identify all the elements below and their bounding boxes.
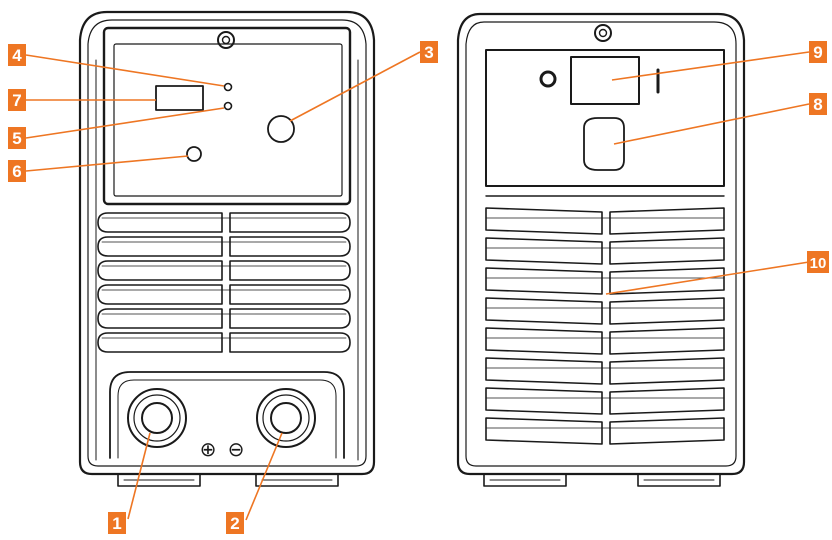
callout-10: 10 xyxy=(807,251,829,273)
front-vent-slat-right xyxy=(229,260,351,281)
front-vent-slat-left xyxy=(97,332,223,353)
back-handle-bolt xyxy=(594,24,612,42)
front-vent-slat-left xyxy=(97,308,223,329)
back-housing-outline xyxy=(456,12,746,476)
positive-symbol: ⊕ xyxy=(200,437,217,461)
back-vent-slat-right xyxy=(609,357,725,385)
front-control-panel-frame xyxy=(102,26,352,206)
leader-2 xyxy=(245,432,283,521)
front-vent-slat-right xyxy=(229,212,351,233)
front-vent-slat-right xyxy=(229,308,351,329)
leader-4 xyxy=(25,54,225,87)
leader-9 xyxy=(611,51,810,81)
callout-8: 8 xyxy=(809,93,827,115)
callout-8-label: 8 xyxy=(813,95,822,114)
front-vent-grille xyxy=(97,212,351,353)
back-housing-inner-outline xyxy=(465,21,737,467)
power-switch xyxy=(570,56,640,105)
callout-4: 4 xyxy=(8,44,26,66)
front-terminal-bay-inner xyxy=(117,379,337,459)
callout-4-label: 4 xyxy=(12,46,22,65)
back-foot-right xyxy=(637,473,721,487)
cable-gland xyxy=(583,117,625,171)
back-vent-slat-left xyxy=(485,357,603,385)
callout-5-label: 5 xyxy=(12,129,21,148)
callout-10-label: 10 xyxy=(810,255,827,272)
leader-1 xyxy=(127,432,151,520)
front-terminal-bay xyxy=(109,371,345,459)
callout-2-label: 2 xyxy=(230,514,239,533)
callout-3-label: 3 xyxy=(424,43,433,62)
leader-6 xyxy=(25,155,189,172)
front-vent-slat-right xyxy=(229,284,351,305)
callout-1: 1 xyxy=(108,512,126,534)
leader-3 xyxy=(289,51,421,122)
indicator-light-4 xyxy=(223,82,233,92)
front-control-panel xyxy=(113,43,343,197)
back-vent-slat-left xyxy=(485,327,603,355)
front-vent-slat-left xyxy=(97,212,223,233)
front-handle-bolt xyxy=(217,31,235,49)
display-window xyxy=(155,85,204,111)
positive-terminal xyxy=(127,388,187,448)
back-foot-left xyxy=(483,473,567,487)
back-vent-grille xyxy=(485,207,725,445)
selector-button xyxy=(186,146,202,162)
back-vent-slat-left xyxy=(485,207,603,235)
negative-terminal xyxy=(256,388,316,448)
callout-9: 9 xyxy=(809,41,827,63)
callout-5: 5 xyxy=(8,127,26,149)
front-foot-right xyxy=(255,473,339,487)
back-rear-panel xyxy=(485,49,725,187)
adjustment-knob xyxy=(267,115,295,143)
back-vent-slat-right xyxy=(609,267,725,295)
back-vent-slat-left xyxy=(485,297,603,325)
callout-3: 3 xyxy=(420,41,438,63)
back-vent-slat-right xyxy=(609,237,725,265)
leader-10 xyxy=(605,261,810,295)
back-vent-slat-left xyxy=(485,237,603,265)
front-vent-slat-left xyxy=(97,260,223,281)
back-vent-slat-right xyxy=(609,297,725,325)
front-handle-bolt-center xyxy=(221,35,231,45)
front-housing-inner-outline xyxy=(87,19,367,467)
back-vent-slat-right xyxy=(609,387,725,415)
callout-7-label: 7 xyxy=(12,91,21,110)
back-view xyxy=(456,12,746,487)
callouts: 4 7 5 6 3 9 8 10 xyxy=(8,41,829,534)
back-vent-slat-right xyxy=(609,327,725,355)
front-vent-slat-left xyxy=(97,284,223,305)
negative-symbol: ⊖ xyxy=(228,437,245,461)
front-housing-outline xyxy=(78,10,376,476)
back-vent-slat-right xyxy=(609,207,725,235)
front-foot-left xyxy=(117,473,201,487)
back-vent-slat-left xyxy=(485,387,603,415)
front-vent-slat-right xyxy=(229,236,351,257)
back-vent-slat-left xyxy=(485,267,603,295)
front-view: ⊕ ⊖ xyxy=(78,10,376,487)
back-vent-slat-right xyxy=(609,417,725,445)
leader-8 xyxy=(613,103,810,145)
callout-1-label: 1 xyxy=(112,514,121,533)
callout-2: 2 xyxy=(226,512,244,534)
indicator-light-5 xyxy=(223,101,233,111)
callout-9-label: 9 xyxy=(813,43,822,62)
callout-6-label: 6 xyxy=(12,162,21,181)
callout-6: 6 xyxy=(8,160,26,182)
switch-off-symbol xyxy=(539,70,557,88)
back-vent-slat-left xyxy=(485,417,603,445)
front-vent-slat-left xyxy=(97,236,223,257)
back-handle-bolt-center xyxy=(598,28,608,38)
leader-5 xyxy=(25,107,225,139)
front-vent-slat-right xyxy=(229,332,351,353)
callout-7: 7 xyxy=(8,89,26,111)
